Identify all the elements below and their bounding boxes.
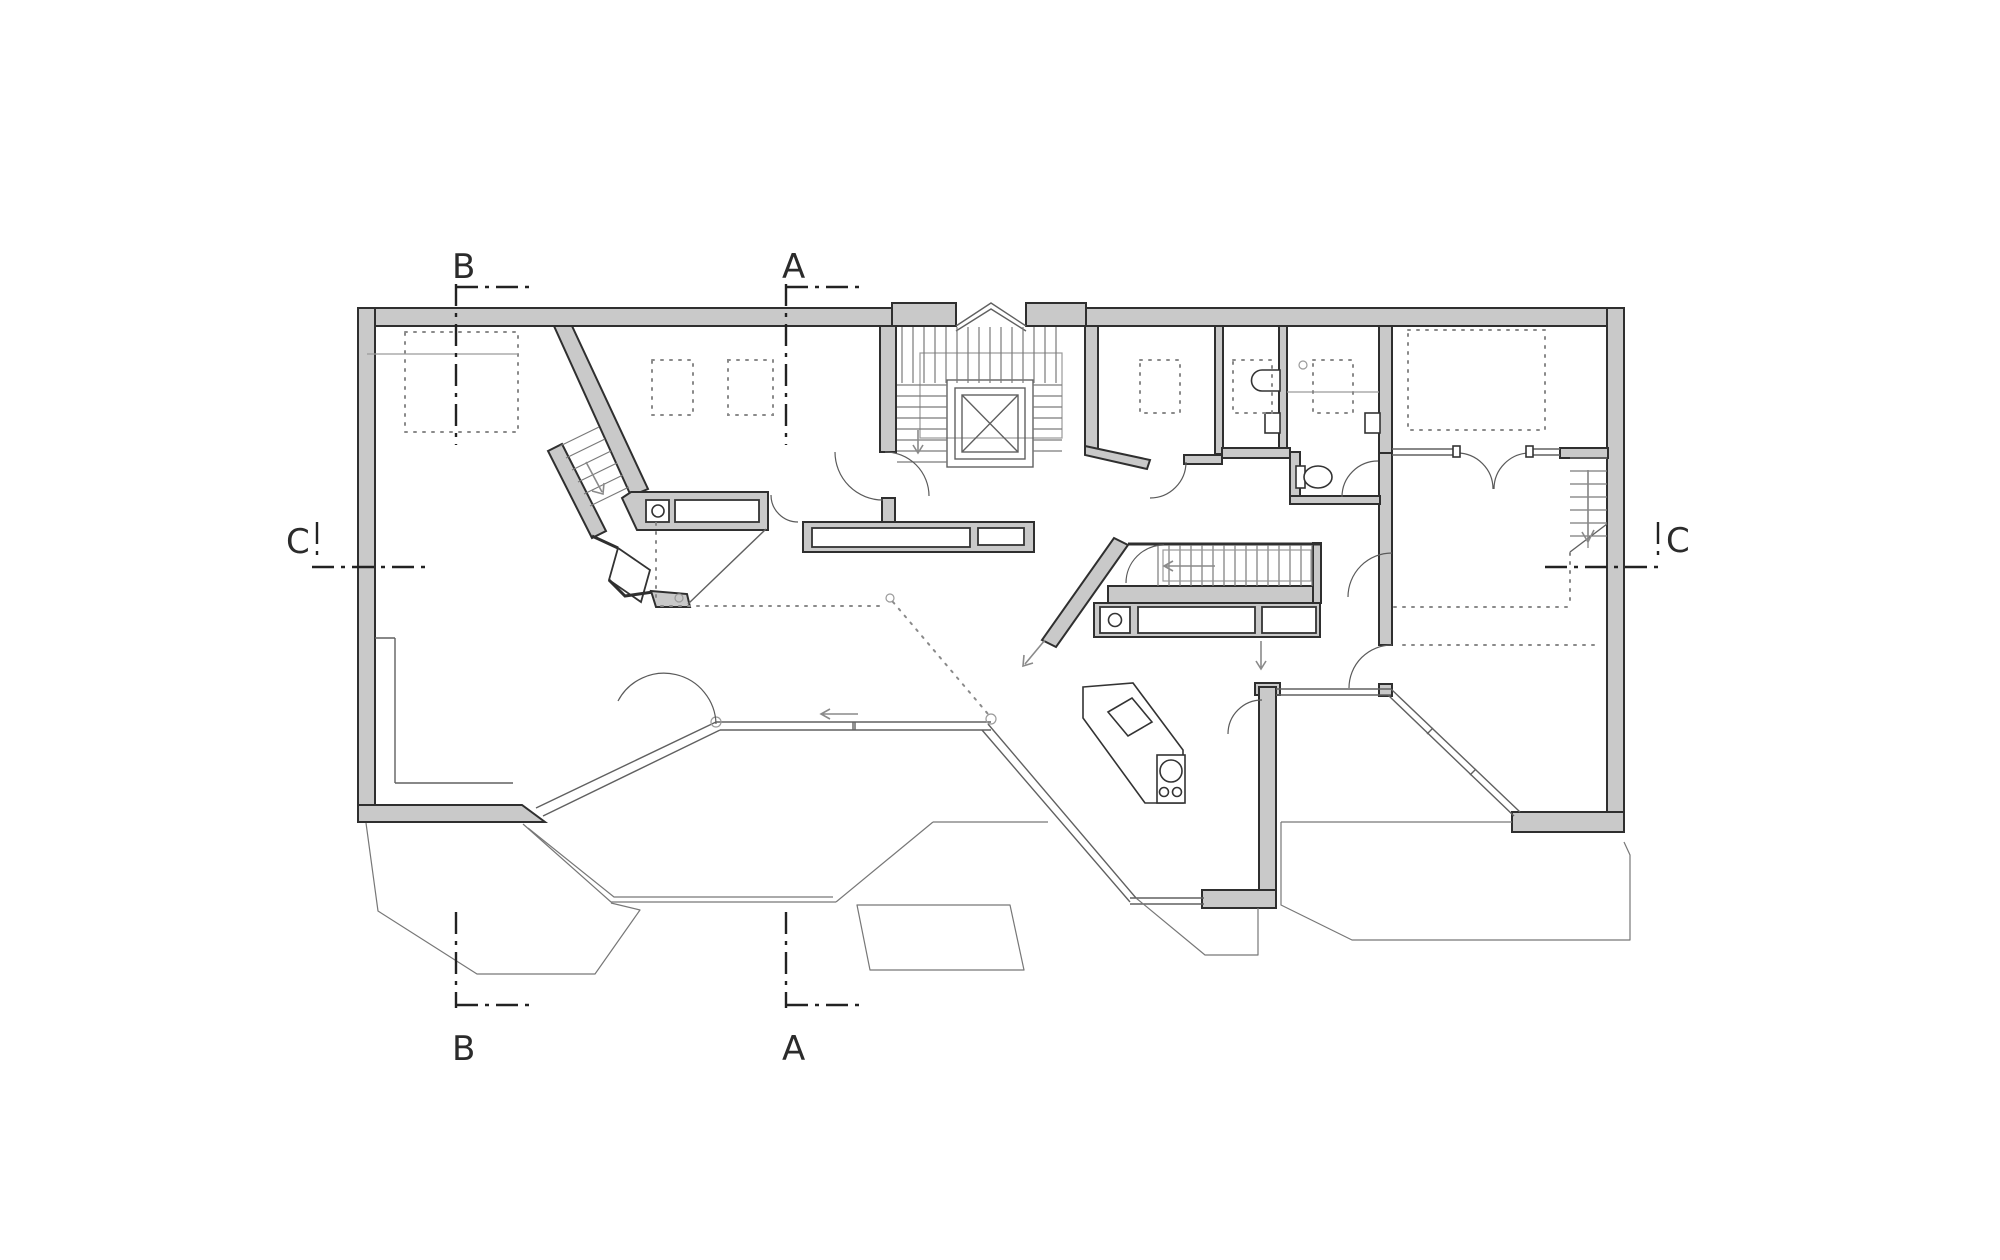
dotted-skylight (651, 359, 694, 416)
rotated-closet-box (607, 546, 652, 604)
section-markers: B A C C B A (286, 247, 1690, 1069)
entry-cabinet-short (977, 527, 1025, 546)
burner-large-icon (1159, 759, 1183, 783)
bath-a-door-swing (1149, 461, 1187, 499)
dotted-wardrobe (404, 331, 519, 433)
dotted-bed (1407, 329, 1546, 431)
stair-direction-down-arrow-bedroom-stair (1581, 470, 1595, 544)
bedroom-side-staircase (1569, 457, 1608, 553)
kitchen-island-with-cooktop (1022, 639, 1186, 804)
glass-facade-zigzag (535, 672, 1521, 905)
toilet-bowl (1303, 465, 1333, 489)
main-staircase (897, 327, 1062, 463)
counter-box (674, 499, 760, 523)
wc-door-swing (1341, 460, 1379, 498)
corridor-door-swing (1347, 552, 1393, 598)
bathroom-sink (1250, 369, 1281, 392)
entry-door-swing (834, 451, 884, 501)
stair-direction-down-arrow-mid-stair (1255, 641, 1267, 671)
facade-door-swing (617, 672, 717, 725)
pivot-circle (985, 713, 997, 725)
bathroom-fixtures (1250, 360, 1381, 489)
pivot-circle (885, 593, 895, 603)
mid-counter-box2 (1261, 606, 1317, 634)
section-marker-a-top: A (782, 247, 860, 445)
entry-cabinet-long (811, 527, 971, 548)
burner-small-icon (1171, 786, 1183, 798)
bay-window-pentagon (955, 302, 1027, 332)
terraces (365, 821, 1631, 975)
bedroom-door-swing (1348, 644, 1393, 689)
svg-text:C: C (1666, 521, 1690, 561)
dotted-skylight (1139, 359, 1181, 414)
drain-icon (1298, 360, 1308, 370)
hall-door-swing (884, 451, 930, 497)
dotted-skylight (727, 359, 774, 416)
elevator-cross-icon (961, 394, 1019, 453)
svg-text:A: A (782, 1029, 805, 1069)
section-marker-a-bottom: A (782, 912, 860, 1069)
stair-direction-down-arrow-kitchen (1022, 639, 1046, 668)
dotted-skylight (1232, 359, 1273, 414)
walls-poche (357, 302, 1625, 909)
interior-lines (375, 637, 513, 784)
angled-closet-structure (591, 528, 767, 608)
mid-level-staircase (1128, 542, 1320, 671)
entry-direction-arrow-left (819, 708, 858, 720)
built-in-cabinets (645, 499, 1317, 634)
interior-diagonal-staircase (559, 426, 630, 507)
mid-stair-door-swing (1125, 544, 1165, 584)
stair-rail-outline (1162, 549, 1312, 582)
sink-icon (651, 504, 665, 518)
door-swings (770, 445, 1560, 735)
svg-text:B: B (452, 247, 475, 287)
pivot-circle (674, 593, 684, 603)
double-door-swing (1456, 452, 1531, 490)
section-marker-b-top: B (452, 247, 530, 445)
section-marker-c-left: C (286, 522, 432, 569)
stair-direction-down-arrow-left-run (912, 430, 924, 455)
stair-direction-down-arrow-diag (585, 461, 605, 496)
kitchen-terrace-door-swing (1227, 699, 1263, 735)
vestibule-door-swing (770, 494, 799, 523)
svg-text:B: B (452, 1029, 475, 1069)
mid-counter-box (1137, 606, 1256, 634)
mid-stair-arrow-left (1162, 560, 1215, 572)
burner-small-icon (1158, 786, 1170, 798)
elevator-core (919, 352, 1063, 468)
dotted-skylight (1312, 359, 1354, 414)
svg-text:C: C (286, 522, 310, 562)
svg-text:A: A (782, 247, 805, 287)
sink-icon (1107, 612, 1123, 628)
dotted-outlines (367, 329, 1601, 715)
section-marker-c-right: C (1545, 521, 1690, 569)
island-sink-box (1106, 696, 1154, 738)
section-marker-b-bottom: B (452, 912, 530, 1069)
